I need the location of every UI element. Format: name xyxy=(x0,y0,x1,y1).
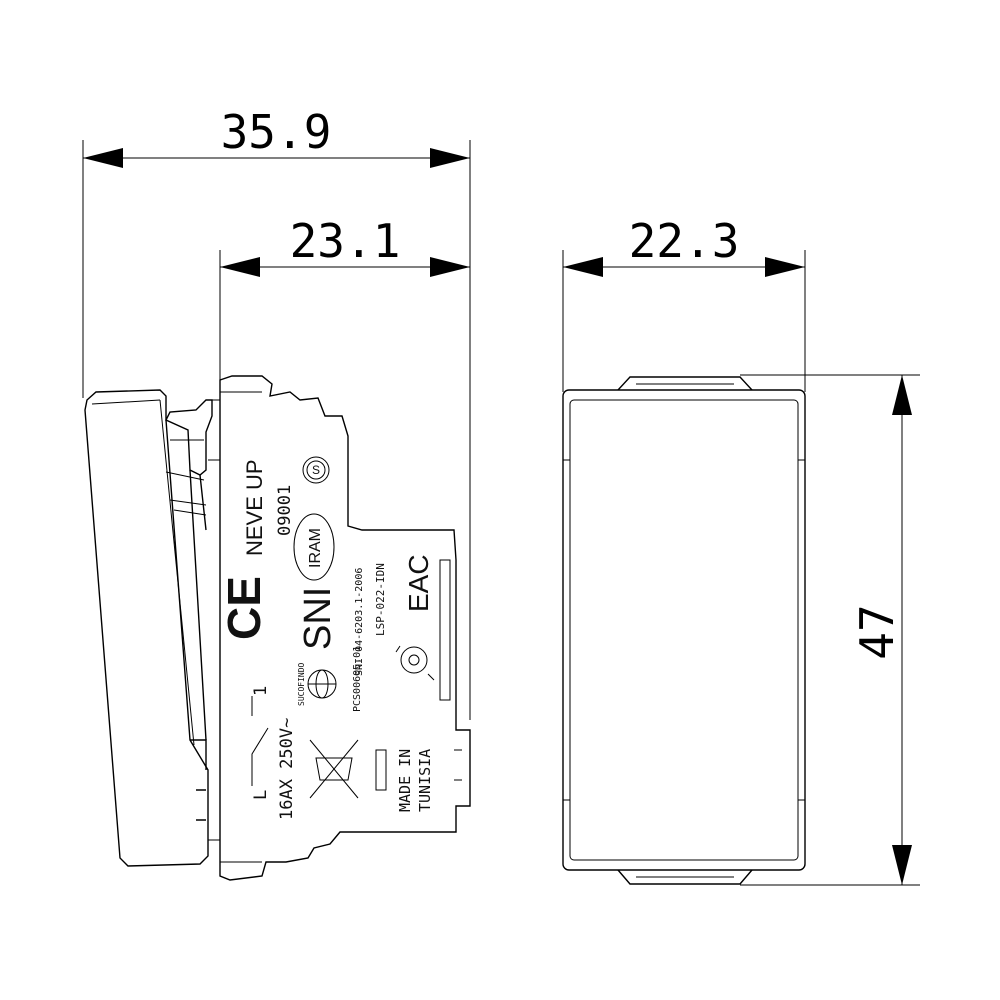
body-clips xyxy=(208,399,220,841)
terminal-slot xyxy=(439,559,451,701)
body-rims xyxy=(220,391,262,863)
eac-mark: EAC xyxy=(403,554,434,612)
module-body xyxy=(219,375,471,881)
sni-mark: SNI xyxy=(297,587,339,650)
top-clip xyxy=(617,376,753,391)
front-view xyxy=(562,376,806,885)
hinge-details xyxy=(165,439,207,516)
s-mark-icon: S xyxy=(302,456,330,484)
svg-text:S: S xyxy=(312,463,320,477)
side-view: NEVE UP 09001 S IRAM CE SNI SNI 04-6203.… xyxy=(84,375,471,881)
dimension-height: 47 xyxy=(740,374,920,886)
overall-depth-label: 35.9 xyxy=(221,105,332,159)
rocker-hinge xyxy=(165,399,213,476)
approval-bar xyxy=(375,749,387,791)
dimension-overall-depth: 35.9 xyxy=(82,105,471,720)
height-label: 47 xyxy=(850,604,904,659)
made-in-line-1: MADE IN xyxy=(396,749,414,812)
lsp-marking: LSP-022-IDN xyxy=(374,563,387,636)
brand-marking: NEVE UP xyxy=(242,459,267,556)
bottom-clip xyxy=(617,869,753,885)
dimension-front-width: 22.3 xyxy=(562,214,806,392)
pcs-marking: PCS00605.01 xyxy=(352,646,363,712)
sni-standard-marking: SNI 04-6203.1-2006 xyxy=(354,568,365,676)
made-in-line-2: TUNISIA xyxy=(416,749,434,812)
front-face xyxy=(562,389,806,871)
svg-text:IRAM: IRAM xyxy=(307,528,324,568)
quality-mark-icon xyxy=(395,645,435,681)
iram-mark-icon: IRAM xyxy=(293,513,335,581)
rocker-inner-edge xyxy=(159,399,195,746)
ce-mark: CE xyxy=(218,576,270,640)
rocker-cover xyxy=(84,389,209,867)
front-side-ribs xyxy=(563,459,805,801)
sucofindo-marking: SUCOFINDO xyxy=(297,662,306,706)
rocker-edge xyxy=(91,399,161,405)
switch-position-l: L xyxy=(251,790,271,800)
sucofindo-globe-icon xyxy=(307,669,337,699)
front-face-inner xyxy=(569,399,799,861)
code-marking: 09001 xyxy=(275,485,295,536)
body-depth-label: 23.1 xyxy=(290,214,401,268)
dimension-body-depth: 23.1 xyxy=(219,214,470,380)
switch-position-1: 1 xyxy=(251,686,271,696)
lower-latch xyxy=(190,739,207,821)
rocker-link xyxy=(189,469,207,741)
weee-bin-icon xyxy=(309,739,359,799)
front-width-label: 22.3 xyxy=(629,214,740,268)
terminal-screw xyxy=(454,749,462,781)
switch-symbol-icon xyxy=(251,696,269,786)
rating-marking: 16AX 250V~ xyxy=(277,718,297,820)
